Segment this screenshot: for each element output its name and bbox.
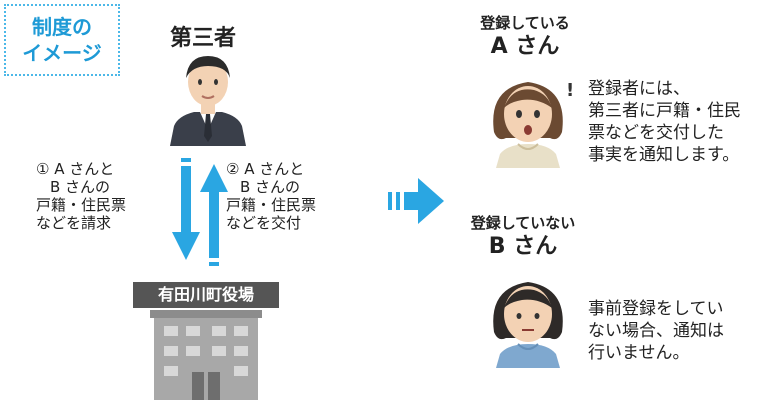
office-label: 有田川町役場 — [133, 282, 279, 308]
request-line-4: などを請求 — [36, 214, 112, 232]
delivery-arrow-up — [200, 164, 228, 266]
svg-text:!: ! — [566, 80, 574, 101]
request-line-3: 戸籍・住民票 — [36, 196, 127, 214]
request-arrow-down — [172, 158, 200, 260]
person-b-note-line-1: 事前登録をしてい — [588, 299, 724, 319]
delivery-line-4: などを交付 — [226, 214, 302, 232]
delivery-line-1: ② A さんと — [226, 160, 305, 178]
person-a-note-line-1: 登録者には、 — [588, 79, 690, 99]
person-b-note-line-3: 行いません。 — [588, 343, 690, 363]
third-party-figure — [170, 56, 246, 146]
person-b-note-line-2: ない場合、通知は — [588, 321, 724, 341]
person-a-status: 登録している — [480, 14, 570, 32]
person-b-status: 登録していない — [470, 214, 576, 232]
person-a-note-line-3: 票などを交付した — [588, 123, 724, 143]
delivery-line-2: B さんの — [240, 178, 301, 196]
badge-line-1: 制度の — [32, 15, 92, 39]
person-b-note: 事前登録をしてい ない場合、通知は 行いません。 — [588, 298, 724, 364]
person-a-note: 登録者には、 第三者に戸籍・住民 票などを交付した 事実を通知します。 — [588, 78, 741, 166]
request-line-1: ① A さんと — [36, 160, 115, 178]
badge-line-2: イメージ — [22, 41, 102, 65]
request-text: ① A さんと B さんの 戸籍・住民票 などを請求 — [36, 160, 126, 232]
diagram-badge: 制度の イメージ — [4, 4, 120, 76]
person-a-note-line-4: 事実を通知します。 — [588, 145, 740, 165]
town-hall-building-icon — [150, 310, 262, 400]
person-a-figure: ! — [493, 80, 574, 168]
person-b-name: B さん — [488, 234, 558, 259]
request-line-2: B さんの — [50, 178, 111, 196]
third-party-label: 第三者 — [170, 26, 237, 51]
delivery-line-3: 戸籍・住民票 — [226, 196, 317, 214]
result-arrow-right — [388, 178, 444, 224]
delivery-text: ② A さんと B さんの 戸籍・住民票 などを交付 — [226, 160, 316, 232]
person-a-name: A さん — [490, 34, 560, 59]
person-b-figure — [493, 282, 563, 368]
person-a-note-line-2: 第三者に戸籍・住民 — [588, 101, 741, 121]
